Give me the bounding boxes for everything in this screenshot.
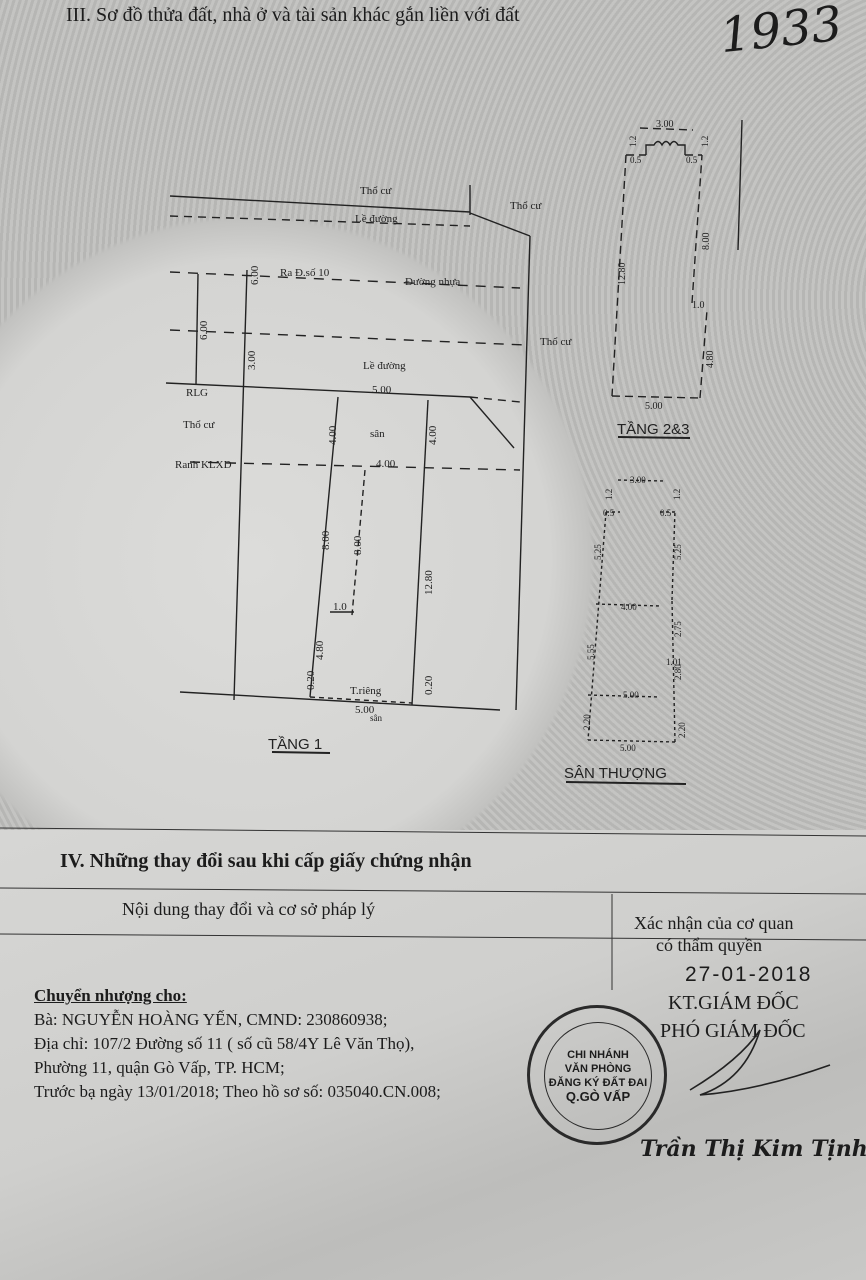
dim-right-wall: 12.80	[423, 570, 435, 595]
label-rlg: RLG	[186, 387, 208, 399]
column-header-content: Nội dung thay đổi và cơ sở pháp lý	[122, 899, 376, 919]
approval-date: 27-01-2018	[685, 963, 813, 986]
dim-inner-wall: 8.00	[352, 535, 364, 555]
label-tho-cu: Thổ cư	[360, 185, 392, 197]
official-stamp: CHI NHÁNH VĂN PHÒNG ĐĂNG KÝ ĐẤT ĐAI Q.GÒ…	[527, 1005, 667, 1145]
caption-san-thuong: SÂN THƯỢNG	[564, 765, 667, 782]
label-tho-cu: Thổ cư	[510, 200, 542, 212]
signer-name: Trần Thị Kim Tịnh	[640, 1136, 866, 1162]
section-iv-background	[0, 830, 866, 1280]
dim-sidewalk: 3.00	[246, 350, 258, 370]
dim: 4.00	[621, 602, 637, 612]
caption-tang-2-3: TẦNG 2&3	[617, 421, 690, 438]
dim: 3.00	[630, 475, 646, 485]
label-san: sân	[370, 713, 382, 723]
label-road-direction: Ra Đ.số 10	[280, 267, 330, 279]
dim: 1.2	[604, 489, 614, 500]
dim: 5.25	[593, 544, 603, 560]
dim-left-wall-lower: 4.80	[314, 640, 326, 660]
signer-position: KT.GIÁM ĐỐC	[668, 992, 799, 1014]
dim: 5.00	[620, 743, 636, 753]
dim-front-width: 5.00	[372, 384, 392, 396]
label-le-duong: Lề đường	[355, 213, 398, 225]
dim: 4.80	[705, 351, 716, 369]
label-t-rieng: T.riêng	[350, 685, 382, 697]
dim-rear-left: 0.20	[305, 670, 317, 690]
dim: 5.00	[623, 690, 639, 700]
entry-line: Bà: NGUYỄN HOÀNG YẾN, CMND: 230860938;	[34, 1010, 388, 1029]
dim-total-setback: 6.00	[198, 320, 210, 340]
dim-left-wall-upper: 8.00	[320, 530, 332, 550]
dim-road-width: 6.00	[249, 265, 261, 285]
dim: 1.2	[700, 136, 710, 147]
column-header-confirm: có thẩm quyền	[656, 935, 762, 955]
column-header-confirm: Xác nhận của cơ quan	[634, 913, 794, 933]
stamp-text: CHI NHÁNH	[567, 1049, 629, 1061]
dim: 3.00	[656, 119, 674, 130]
dim-yard-left: 4.00	[327, 425, 339, 445]
dim: 5.25	[673, 544, 683, 560]
label-san: sân	[370, 428, 385, 440]
dim: 1.2	[628, 136, 638, 147]
label-le-duong: Lề đường	[363, 360, 406, 372]
dim: 2.20	[677, 722, 687, 738]
dim: 0.5	[686, 155, 698, 165]
section-iv-title: IV. Những thay đổi sau khi cấp giấy chứn…	[60, 850, 472, 872]
dim: 1.0	[692, 300, 705, 311]
entry-line: Phường 11, quận Gò Vấp, TP. HCM;	[34, 1058, 285, 1077]
entry-line: Địa chỉ: 107/2 Đường số 11 ( số cũ 58/4Y…	[34, 1034, 415, 1053]
entry-heading: Chuyển nhượng cho:	[34, 986, 187, 1005]
dim: 0.5	[603, 508, 615, 518]
dim: 12.80	[617, 263, 628, 286]
caption-tang-1: TẦNG 1	[268, 736, 322, 753]
label-ranh-klxd: Ranh KLXD	[175, 459, 232, 471]
dim: 1.2	[672, 489, 682, 500]
label-road-type: Đường nhựa	[405, 276, 460, 288]
dim-inner-width: 4.00	[376, 458, 396, 470]
dim-rear-right: 0.20	[423, 675, 435, 695]
stamp-text: Q.GÒ VẤP	[565, 1089, 631, 1104]
dim: 8.00	[701, 233, 712, 251]
dim: 2.80	[673, 664, 683, 680]
section-iii-title: III. Sơ đồ thửa đất, nhà ở và tài sản kh…	[66, 4, 520, 26]
dim-yard-right: 4.00	[427, 425, 439, 445]
dim: 5.55	[586, 644, 596, 660]
dim: 0.5	[630, 155, 642, 165]
dim: 5.00	[645, 401, 663, 412]
dim: 2.75	[673, 621, 683, 637]
label-tho-cu: Thổ cư	[540, 336, 572, 348]
entry-line: Trước bạ ngày 13/01/2018; Theo hồ sơ số:…	[34, 1082, 441, 1101]
dim: 2.20	[582, 714, 592, 730]
stamp-text: ĐĂNG KÝ ĐẤT ĐAI	[548, 1077, 648, 1089]
dim: 1.01	[666, 657, 682, 667]
label-tho-cu: Thổ cư	[183, 419, 215, 431]
stamp-text: VĂN PHÒNG	[564, 1063, 632, 1075]
dim: 0.5	[660, 508, 672, 518]
dim-rear-width: 5.00	[355, 704, 375, 716]
signer-position: PHÓ GIÁM ĐỐC	[660, 1020, 806, 1042]
dim-step: 1.0	[333, 601, 347, 613]
